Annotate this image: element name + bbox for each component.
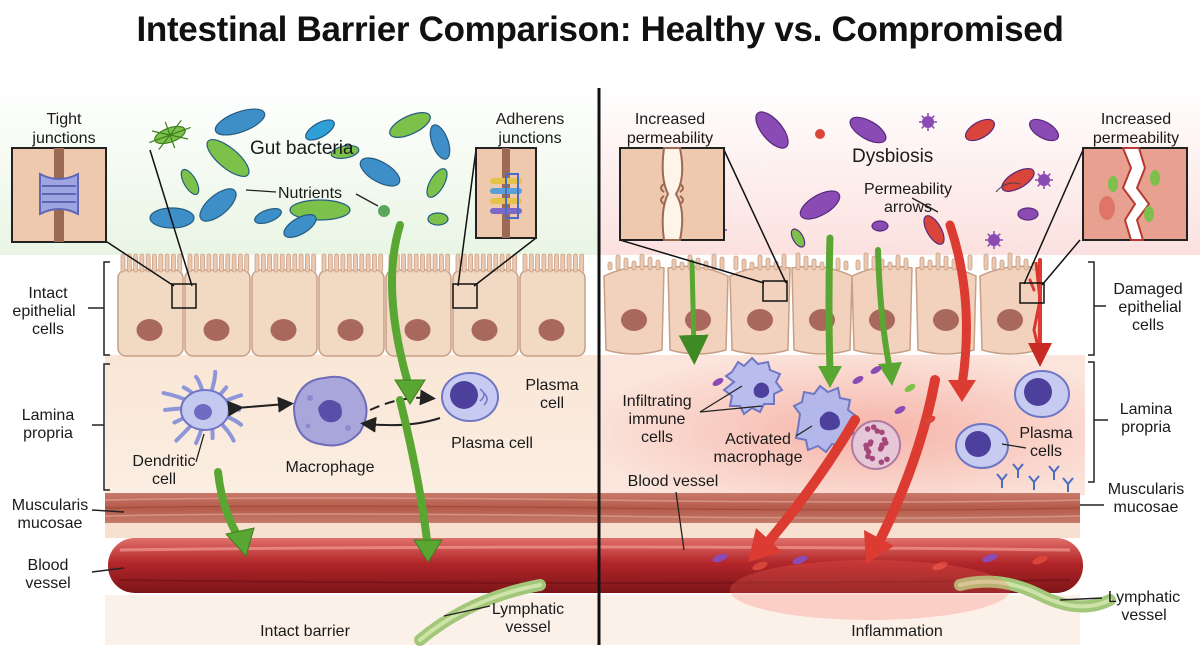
plasma-cell-compromised-2 [956,424,1008,468]
inflammation-caption: Inflammation [851,623,943,640]
increased-permeability-inset-left [620,148,724,240]
tight-junction-inset [12,148,106,242]
macrophage-label: Macrophage [286,459,375,476]
intact-barrier-caption: Intact barrier [260,623,350,640]
plasma-cell-compromised-1 [1015,371,1069,417]
plasma-cell-healthy [442,373,498,421]
damaged-epithelial-layer [604,253,1040,355]
adherens-junction-inset [476,148,536,238]
dysbiosis-label: Dysbiosis [852,146,933,167]
gut-bacteria-label: Gut bacteria [250,138,354,159]
granulocyte [852,421,900,469]
macrophage [294,377,367,446]
increased-permeability-inset-right [1083,148,1187,240]
intact-epithelial-layer [118,254,585,356]
nutrients-label: Nutrients [278,185,342,202]
inflammation-glow [730,560,1010,620]
plasma-cell-label: Plasma cell [451,435,533,452]
blood-vessel-label-right: Blood vessel [628,473,719,490]
